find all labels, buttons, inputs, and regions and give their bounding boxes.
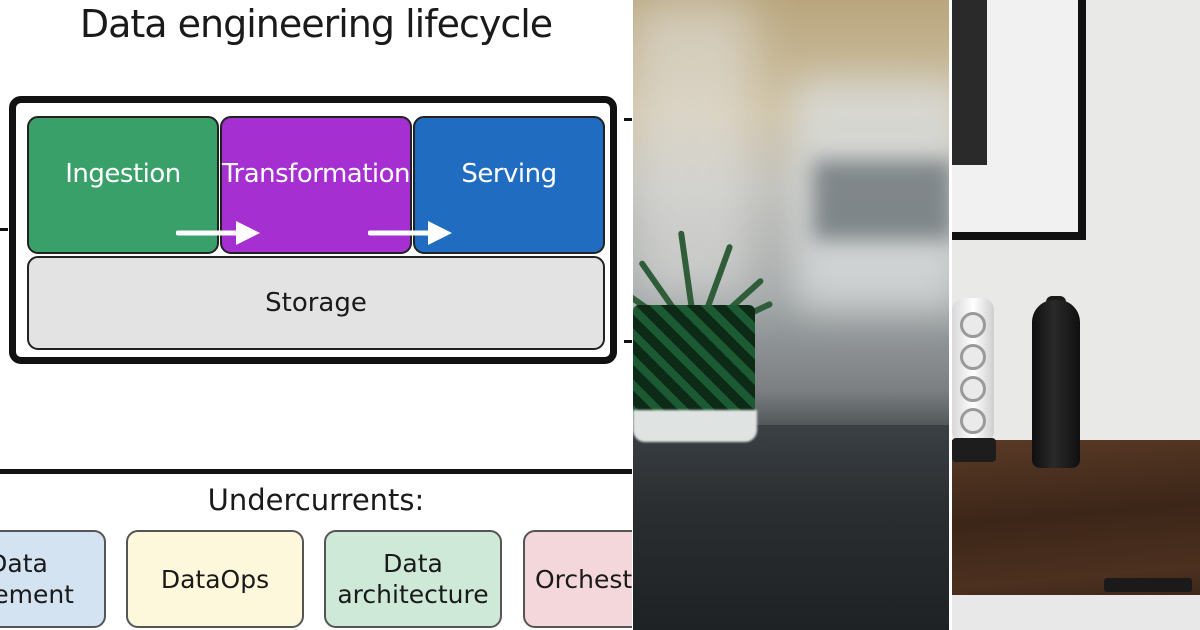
section-divider	[0, 469, 632, 474]
desk-surface	[633, 425, 949, 630]
speaker-driver	[960, 312, 986, 338]
stage-serving-label: Serving	[461, 159, 557, 189]
frame-right-tick-bottom	[624, 340, 632, 343]
plant-pot-base	[633, 410, 757, 442]
stage-ingestion-label: Ingestion	[65, 159, 181, 189]
diagram-title: Data engineering lifecycle	[79, 2, 553, 46]
water-bottle	[1032, 300, 1080, 468]
lifecycle-frame	[9, 96, 617, 364]
desk-control-panel	[1104, 578, 1192, 592]
frame-left-tick	[0, 228, 8, 231]
photo-blur	[633, 0, 753, 300]
speaker-driver	[960, 408, 986, 434]
speaker-base	[952, 438, 996, 462]
photo-blur	[813, 160, 949, 240]
speaker-driver	[960, 376, 986, 402]
arrow-right-icon	[368, 221, 452, 245]
storage-label: Storage	[265, 288, 367, 318]
undercurrent-data-management: Data agement	[0, 530, 106, 628]
plant-photo	[633, 0, 949, 630]
undercurrents-title: Undercurrents:	[207, 483, 425, 517]
undercurrent-orchestration: Orchestr	[523, 530, 632, 628]
stage-transformation-label: Transformation	[221, 159, 411, 189]
speaker-driver	[960, 344, 986, 370]
desk-photo	[952, 0, 1200, 630]
arrow-right-icon	[176, 221, 260, 245]
speaker	[952, 298, 994, 443]
lifecycle-diagram-panel: Data engineering lifecycle Ingestion Tra…	[0, 0, 632, 630]
wall-art-image	[952, 0, 987, 165]
undercurrent-data-architecture: Data architecture	[324, 530, 502, 628]
frame-right-tick-top	[624, 118, 632, 121]
storage-block: Storage	[27, 256, 605, 350]
undercurrent-dataops: DataOps	[126, 530, 304, 628]
desk-edge	[952, 595, 1200, 630]
plant-pot	[633, 305, 755, 430]
